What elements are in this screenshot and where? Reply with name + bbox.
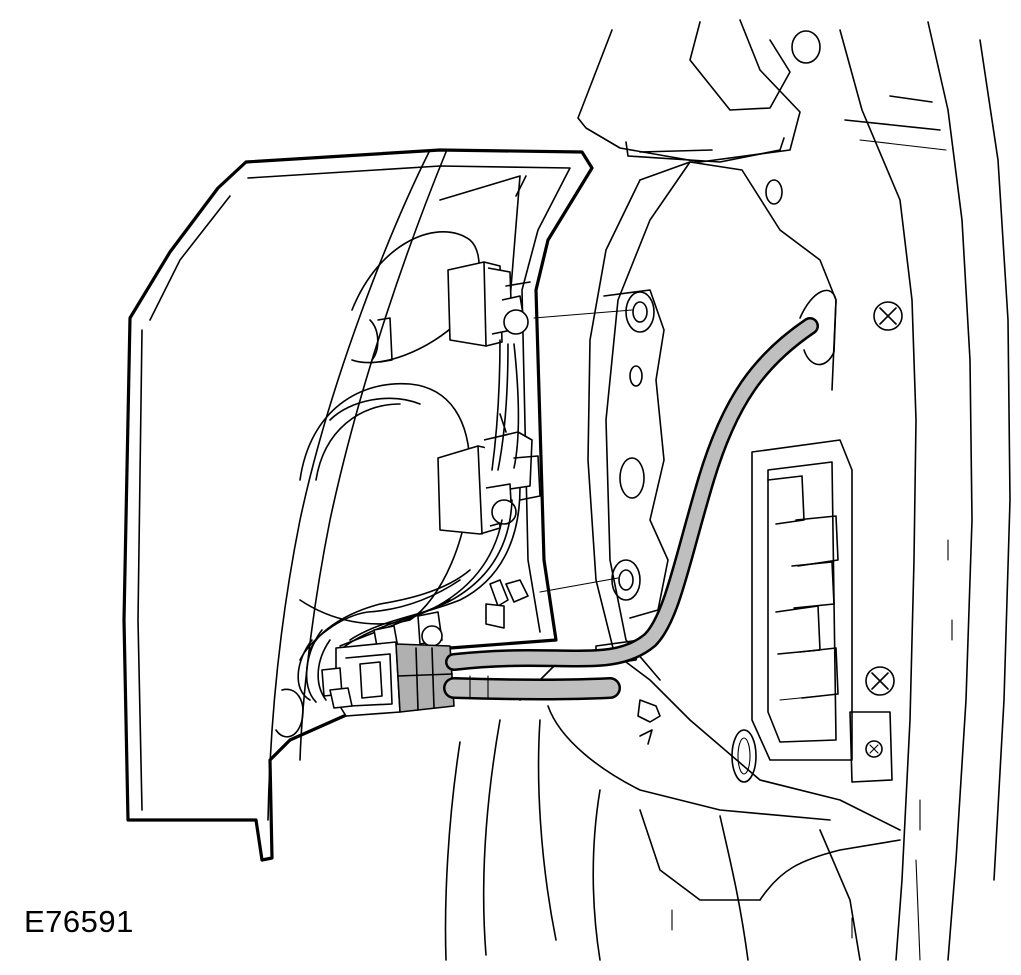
leader-line-lower	[539, 577, 619, 593]
body-screw-upper	[873, 301, 903, 331]
leader-line-upper	[533, 309, 633, 319]
body-screw-small	[849, 711, 893, 783]
rear-lamp-assembly	[122, 148, 594, 862]
upper-bulb-socket	[447, 261, 531, 347]
wiring-harness	[297, 339, 521, 703]
electrical-connector	[321, 641, 455, 717]
lower-bulb-socket	[437, 413, 541, 535]
figure-id-label: E76591	[24, 904, 134, 939]
harness-cable	[443, 317, 819, 701]
body-opening	[751, 439, 853, 761]
body-screw-lower	[865, 666, 895, 696]
lamp-lens	[122, 148, 594, 862]
connector-socket	[395, 643, 455, 713]
